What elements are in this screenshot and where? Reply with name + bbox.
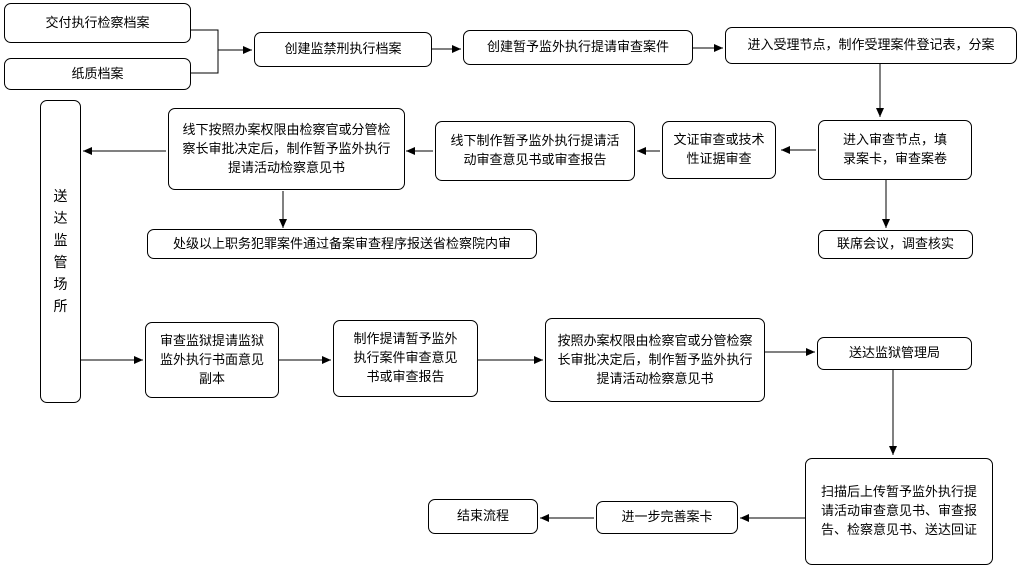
- scan-upload-node: 扫描后上传暂予监外执行提请活动审查意见书、审查报告、检察意见书、送达回证: [805, 458, 993, 565]
- approval-opinion-node: 按照办案权限由检察官或分管检察长审批决定后，制作暂予监外执行提请活动检察意见书: [545, 318, 765, 402]
- create-review-case-label: 创建暂予监外执行提请审查案件: [486, 40, 669, 55]
- create-prison-archive-node: 创建监禁刑执行档案: [254, 32, 432, 67]
- joint-meeting-label: 联席会议，调查核实: [836, 237, 954, 252]
- scan-upload-label: 扫描后上传暂予监外执行提请活动审查意见书、审查报告、检察意见书、送达回证: [820, 485, 977, 538]
- accept-node: 进入受理节点，制作受理案件登记表，分案: [725, 27, 1017, 64]
- delivery-char: 达: [53, 210, 68, 227]
- offline-approval-label: 线下按照办案权限由检察官或分管检察长审批决定后，制作暂予监外执行提请活动检察意见…: [182, 122, 391, 176]
- offline-opinion-node: 线下制作暂予监外执行提请活动审查意见书或审查报告: [435, 121, 635, 181]
- review-node-label: 进入审查节点，填录案卡，审查案卷: [842, 133, 947, 167]
- send-prison-bureau-node: 送达监狱管理局: [817, 337, 972, 370]
- improve-card-node: 进一步完善案卡: [596, 501, 738, 534]
- paper-archive-node: 纸质档案: [4, 58, 191, 90]
- paper-archive-label: 纸质档案: [71, 66, 124, 82]
- delivery-archive-node: 交付执行检察档案: [4, 3, 191, 43]
- filing-review-node: 处级以上职务犯罪案件通过备案审查程序报送省检察院内审: [147, 229, 537, 259]
- create-review-case-node: 创建暂予监外执行提请审查案件: [463, 30, 693, 65]
- filing-review-label: 处级以上职务犯罪案件通过备案审查程序报送省检察院内审: [172, 236, 511, 252]
- make-opinion-node: 制作提请暂予监外执行案件审查意见书或审查报告: [333, 320, 478, 397]
- review-prison-copy-node: 审查监狱提请监狱监外执行书面意见副本: [145, 322, 279, 398]
- send-prison-bureau-label: 送达监狱管理局: [848, 346, 940, 361]
- end-process-label: 结束流程: [456, 509, 509, 524]
- delivery-char: 场: [53, 276, 68, 293]
- improve-card-label: 进一步完善案卡: [621, 510, 713, 525]
- delivery-char: 送: [53, 188, 68, 205]
- joint-meeting-node: 联席会议，调查核实: [818, 230, 973, 259]
- delivery-char: 监: [53, 232, 68, 249]
- end-process-node: 结束流程: [428, 499, 538, 534]
- make-opinion-label: 制作提请暂予监外执行案件审查意见书或审查报告: [353, 332, 458, 385]
- create-prison-archive-label: 创建监禁刑执行档案: [284, 42, 402, 57]
- review-node: 进入审查节点，填录案卡，审查案卷: [818, 120, 972, 180]
- approval-opinion-label: 按照办案权限由检察官或分管检察长审批决定后，制作暂予监外执行提请活动检察意见书: [557, 333, 753, 387]
- accept-node-label: 进入受理节点，制作受理案件登记表，分案: [747, 38, 995, 53]
- document-review-label: 文证审查或技术性证据审查: [673, 133, 765, 167]
- delivery-char: 所: [53, 298, 68, 315]
- delivery-char: 管: [53, 254, 68, 271]
- document-review-node: 文证审查或技术性证据审查: [662, 121, 776, 179]
- offline-approval-node: 线下按照办案权限由检察官或分管检察长审批决定后，制作暂予监外执行提请活动检察意见…: [168, 108, 405, 190]
- review-prison-copy-label: 审查监狱提请监狱监外执行书面意见副本: [160, 333, 265, 387]
- offline-opinion-label: 线下制作暂予监外执行提请活动审查意见书或审查报告: [450, 134, 620, 168]
- delivery-archive-label: 交付执行检察档案: [45, 15, 150, 31]
- delivery-vertical-node: 送 达 监 管 场 所: [40, 100, 81, 403]
